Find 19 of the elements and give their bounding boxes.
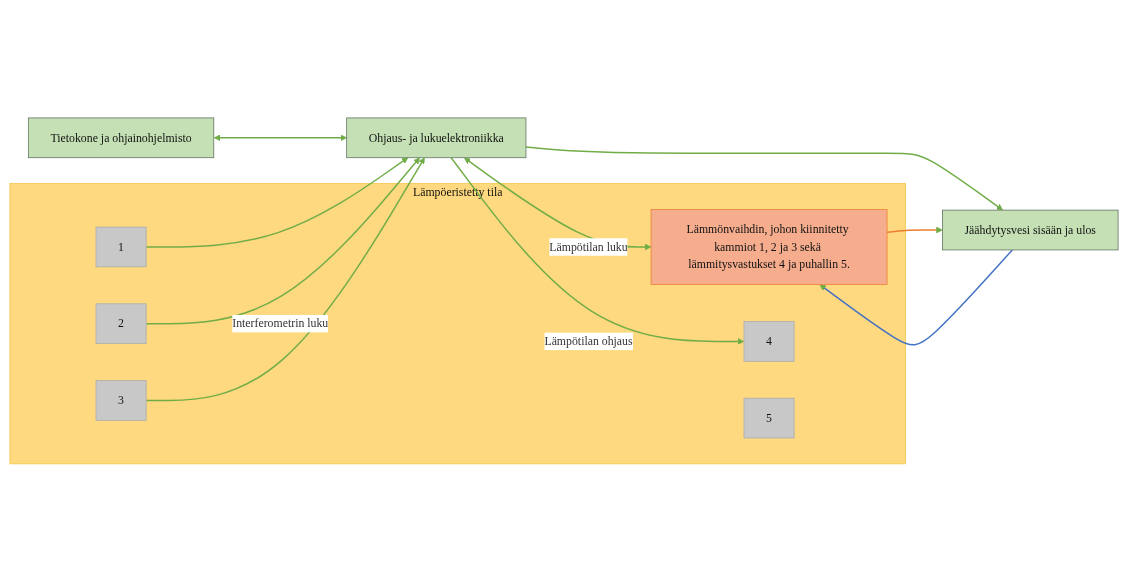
edge-label: Lämpötilan luku bbox=[548, 239, 628, 253]
edge-label: Lämpötilan ohjaus bbox=[543, 334, 633, 347]
node-box: 3 bbox=[95, 379, 146, 421]
node-box: Jäähdytysvesi sisään ja ulos bbox=[941, 209, 1118, 250]
node-box: 5 bbox=[743, 397, 794, 439]
arrow bbox=[144, 157, 408, 248]
arrow bbox=[524, 145, 1003, 210]
node-box: Tietokone ja ohjainohjelmisto bbox=[27, 117, 214, 158]
arrow bbox=[819, 248, 1013, 346]
node-box: Ohjaus- ja lukuelektroniikka bbox=[345, 117, 526, 158]
node-box: 2 bbox=[95, 303, 146, 344]
arrow bbox=[144, 157, 425, 401]
arrow bbox=[213, 134, 347, 141]
edge-label: Interferometrin luku bbox=[231, 316, 328, 330]
node-box: 4 bbox=[743, 320, 794, 362]
arrow bbox=[144, 157, 420, 325]
node-box: Lämmönvaihdin, johon kiinnitetty kammiot 1, 2 ja 3 sekä lämmitysvastukset 4 ja puhallin 5. bbox=[650, 208, 887, 285]
arrow bbox=[885, 226, 943, 233]
node-box: 1 bbox=[95, 226, 146, 267]
